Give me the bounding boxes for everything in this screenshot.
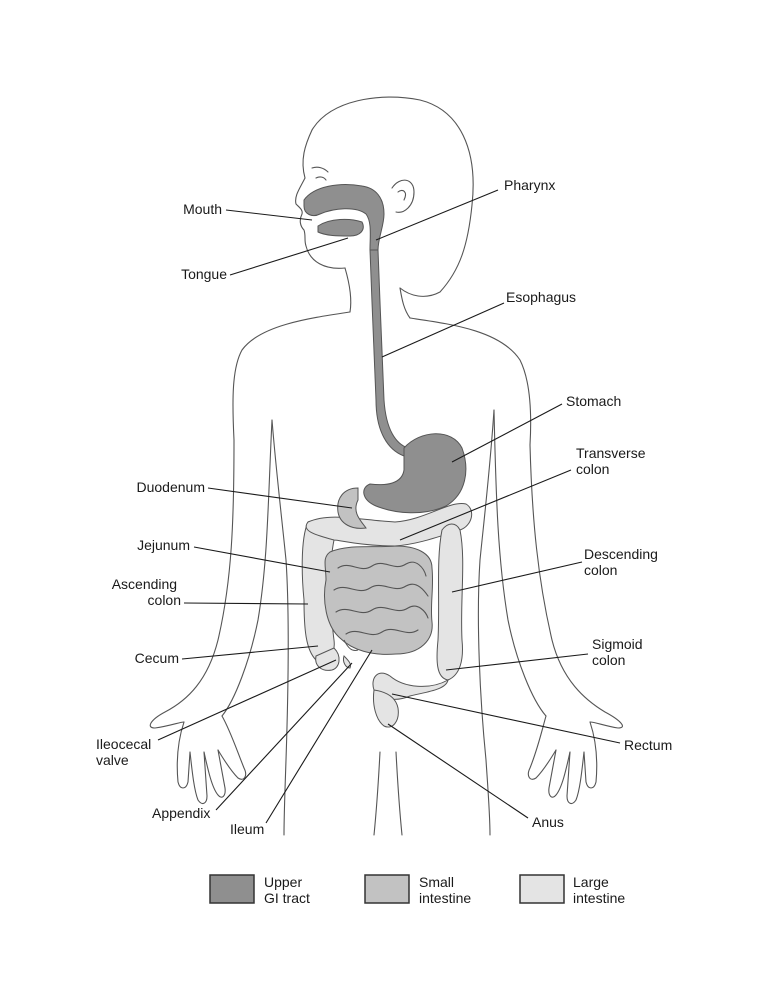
legend-large-intestine-line2: intestine — [573, 890, 625, 906]
jejunum-ileum-shape — [324, 545, 434, 655]
leader-mouth — [225, 209, 313, 221]
leader-esophagus — [381, 302, 505, 358]
legend-swatch-large-intestine — [519, 874, 565, 904]
label-anus: Anus — [532, 814, 564, 830]
legend-swatch-small-intestine — [364, 874, 410, 904]
leader-duodenum — [207, 487, 353, 509]
leader-stomach — [451, 403, 563, 463]
legend: Upper GI tract Small intestine Large int… — [209, 874, 625, 906]
leader-appendix — [215, 662, 353, 811]
label-ileocecal-valve-line1: Ileocecal — [96, 736, 151, 752]
legend-swatch-upper-gi — [209, 874, 255, 904]
label-ascending-colon: Ascending colon — [112, 576, 181, 608]
label-esophagus: Esophagus — [506, 289, 576, 305]
upper-gi-tract — [303, 184, 467, 514]
label-pharynx: Pharynx — [504, 177, 555, 193]
label-duodenum: Duodenum — [137, 479, 206, 495]
label-transverse-colon: Transverse colon — [576, 445, 649, 477]
large-intestine — [301, 502, 473, 728]
labels: Mouth Tongue Pharynx Esophagus Stomach T… — [96, 177, 672, 837]
legend-large-intestine-line1: Large — [573, 874, 609, 890]
leader-transverse-colon — [399, 469, 572, 541]
leader-sigmoid-colon — [445, 653, 589, 671]
legend-label-upper-gi: Upper GI tract — [264, 874, 310, 906]
leader-ascending-colon — [183, 602, 309, 605]
label-sigmoid-colon-line2: colon — [592, 652, 625, 668]
legend-small-intestine-line1: Small — [419, 874, 454, 890]
leader-pharynx — [375, 189, 499, 241]
label-appendix: Appendix — [152, 805, 210, 821]
leader-tongue — [229, 237, 349, 276]
leader-descending-colon — [451, 561, 583, 593]
label-stomach: Stomach — [566, 393, 621, 409]
esophagus-shape — [369, 249, 409, 457]
tongue-shape — [317, 218, 364, 237]
leader-rectum — [391, 693, 621, 744]
legend-label-large-intestine: Large intestine — [573, 874, 625, 906]
stomach-shape — [363, 433, 467, 514]
label-descending-colon: Descending colon — [584, 546, 662, 578]
label-sigmoid-colon: Sigmoid colon — [592, 636, 646, 668]
label-mouth: Mouth — [183, 201, 222, 217]
descending-colon-shape — [436, 523, 464, 681]
leader-lines — [157, 189, 621, 824]
label-ileocecal-valve: Ileocecal valve — [96, 736, 155, 768]
label-ileocecal-valve-line2: valve — [96, 752, 129, 768]
label-cecum: Cecum — [135, 650, 179, 666]
leader-anus — [387, 723, 529, 819]
label-ascending-colon-line1: Ascending — [112, 576, 177, 592]
label-sigmoid-colon-line1: Sigmoid — [592, 636, 643, 652]
leader-ileocecal-valve — [157, 659, 337, 741]
body-outline — [149, 96, 623, 836]
label-descending-colon-line2: colon — [584, 562, 617, 578]
label-descending-colon-line1: Descending — [584, 546, 658, 562]
cecum-shape — [315, 647, 340, 671]
legend-upper-gi-line2: GI tract — [264, 890, 310, 906]
rectum-shape — [373, 689, 399, 728]
leader-ileum — [265, 649, 373, 824]
legend-upper-gi-line1: Upper — [264, 874, 302, 890]
appendix-shape — [343, 655, 351, 669]
oral-cavity-shape — [303, 184, 385, 251]
legend-label-small-intestine: Small intestine — [419, 874, 471, 906]
leader-cecum — [181, 645, 319, 660]
label-rectum: Rectum — [624, 737, 672, 753]
label-jejunum: Jejunum — [137, 537, 190, 553]
label-transverse-colon-line2: colon — [576, 461, 609, 477]
legend-small-intestine-line2: intestine — [419, 890, 471, 906]
label-ascending-colon-line2: colon — [148, 592, 181, 608]
label-ileum: Ileum — [230, 821, 264, 837]
label-transverse-colon-line1: Transverse — [576, 445, 646, 461]
leader-jejunum — [193, 546, 331, 573]
label-tongue: Tongue — [181, 266, 227, 282]
